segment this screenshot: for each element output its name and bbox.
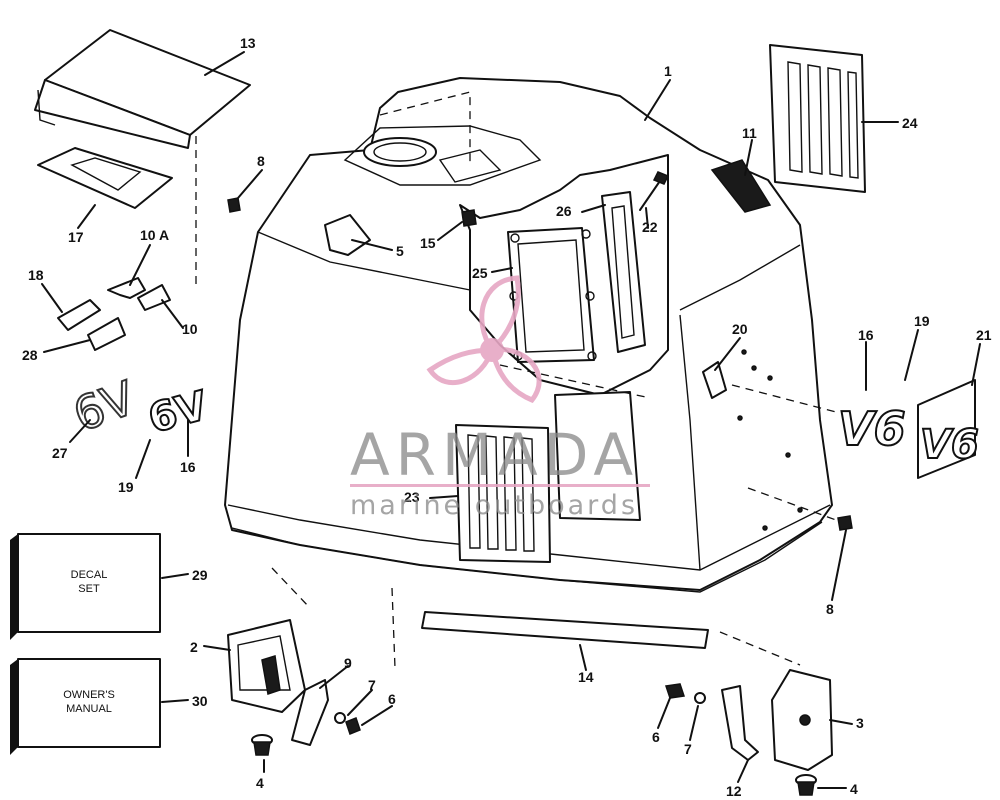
callout-3: 3 — [856, 715, 864, 731]
callout-21: 21 — [976, 327, 992, 343]
callout-27: 27 — [52, 445, 68, 461]
propeller-logo-icon — [426, 275, 542, 404]
callout-12: 12 — [726, 783, 742, 799]
callout-20: 20 — [732, 321, 748, 337]
watermark-tagline: marine outboards — [350, 490, 638, 521]
callout-10: 10 — [182, 321, 198, 337]
callout-8a: 8 — [257, 153, 265, 169]
decal-set-line1: DECAL — [71, 569, 108, 581]
callout-18: 18 — [28, 267, 44, 283]
grille-23 — [455, 424, 551, 563]
owners-manual-line2: MANUAL — [66, 703, 112, 715]
decal-plate-21: V6 — [917, 379, 980, 479]
bracket-2 — [227, 619, 306, 713]
leader-lines — [41, 51, 981, 789]
screw-8b — [837, 515, 853, 531]
owners-manual-box: OWNER'S MANUAL — [10, 658, 161, 755]
callout-1: 1 — [664, 63, 672, 79]
screw-6a — [345, 717, 361, 735]
callout-25: 25 — [472, 265, 488, 281]
grommet-4b — [795, 774, 817, 796]
callout-16b: 16 — [858, 327, 874, 343]
decal-18 — [57, 299, 101, 331]
top-cover-13 — [34, 29, 251, 149]
callout-22: 22 — [642, 219, 658, 235]
callout-7b: 7 — [684, 741, 692, 757]
decal-19-16-text: 6V — [144, 383, 213, 443]
callout-2: 2 — [190, 639, 198, 655]
callout-7a: 7 — [368, 677, 376, 693]
seal-strip-14 — [421, 611, 709, 649]
watermark-brand: ARMADA — [350, 421, 639, 489]
callout-5: 5 — [396, 243, 404, 259]
callout-10a: 10 A — [140, 227, 169, 243]
callout-8b: 8 — [826, 601, 834, 617]
callout-6a: 6 — [388, 691, 396, 707]
callout-11: 11 — [742, 125, 757, 141]
decal-set-box: DECAL SET — [10, 533, 161, 640]
decal-16-19-text: V6 — [838, 402, 906, 456]
callout-9: 9 — [344, 655, 352, 671]
seal-strip-11 — [710, 159, 772, 213]
callout-24: 24 — [902, 115, 918, 131]
screw-15 — [461, 209, 477, 227]
decal-27-text: 6V — [66, 370, 142, 442]
callout-15: 15 — [420, 235, 436, 251]
callout-4a: 4 — [256, 775, 264, 791]
callout-17: 17 — [68, 229, 84, 245]
callout-numbers: 1 13 17 8 5 15 11 24 10 A 10 18 28 26 25… — [22, 35, 992, 799]
grille-24 — [769, 44, 866, 193]
callout-13: 13 — [240, 35, 256, 51]
washer-7b — [694, 692, 706, 704]
callout-29: 29 — [192, 567, 208, 583]
engine-cowl — [195, 77, 837, 669]
watermark: ARMADA marine outboards — [350, 275, 650, 521]
callout-19b: 19 — [914, 313, 930, 329]
clip-20 — [702, 361, 727, 399]
washer-7a — [334, 712, 346, 724]
clip-10 — [137, 284, 171, 311]
clip-10a — [107, 277, 146, 299]
callout-26: 26 — [556, 203, 572, 219]
callout-23: 23 — [404, 489, 420, 505]
bracket-3 — [771, 669, 833, 771]
callout-14: 14 — [578, 669, 594, 685]
owners-manual-line1: OWNER'S — [63, 689, 115, 701]
grommet-4a — [251, 734, 273, 756]
bracket-12 — [721, 685, 759, 761]
clip-28 — [87, 317, 126, 351]
callout-28: 28 — [22, 347, 38, 363]
callout-30: 30 — [192, 693, 208, 709]
screw-8a — [227, 197, 241, 213]
callout-16a: 16 — [180, 459, 196, 475]
bracket-9 — [291, 679, 329, 746]
callout-4b: 4 — [850, 781, 858, 797]
decal-21-text: V6 — [920, 422, 979, 468]
bracket-5 — [324, 214, 371, 256]
trim-ring-17 — [37, 147, 173, 209]
screw-6b — [665, 683, 685, 699]
decal-set-line2: SET — [78, 583, 100, 595]
callout-19a: 19 — [118, 479, 134, 495]
watermark-divider — [350, 484, 650, 487]
callout-6b: 6 — [652, 729, 660, 745]
